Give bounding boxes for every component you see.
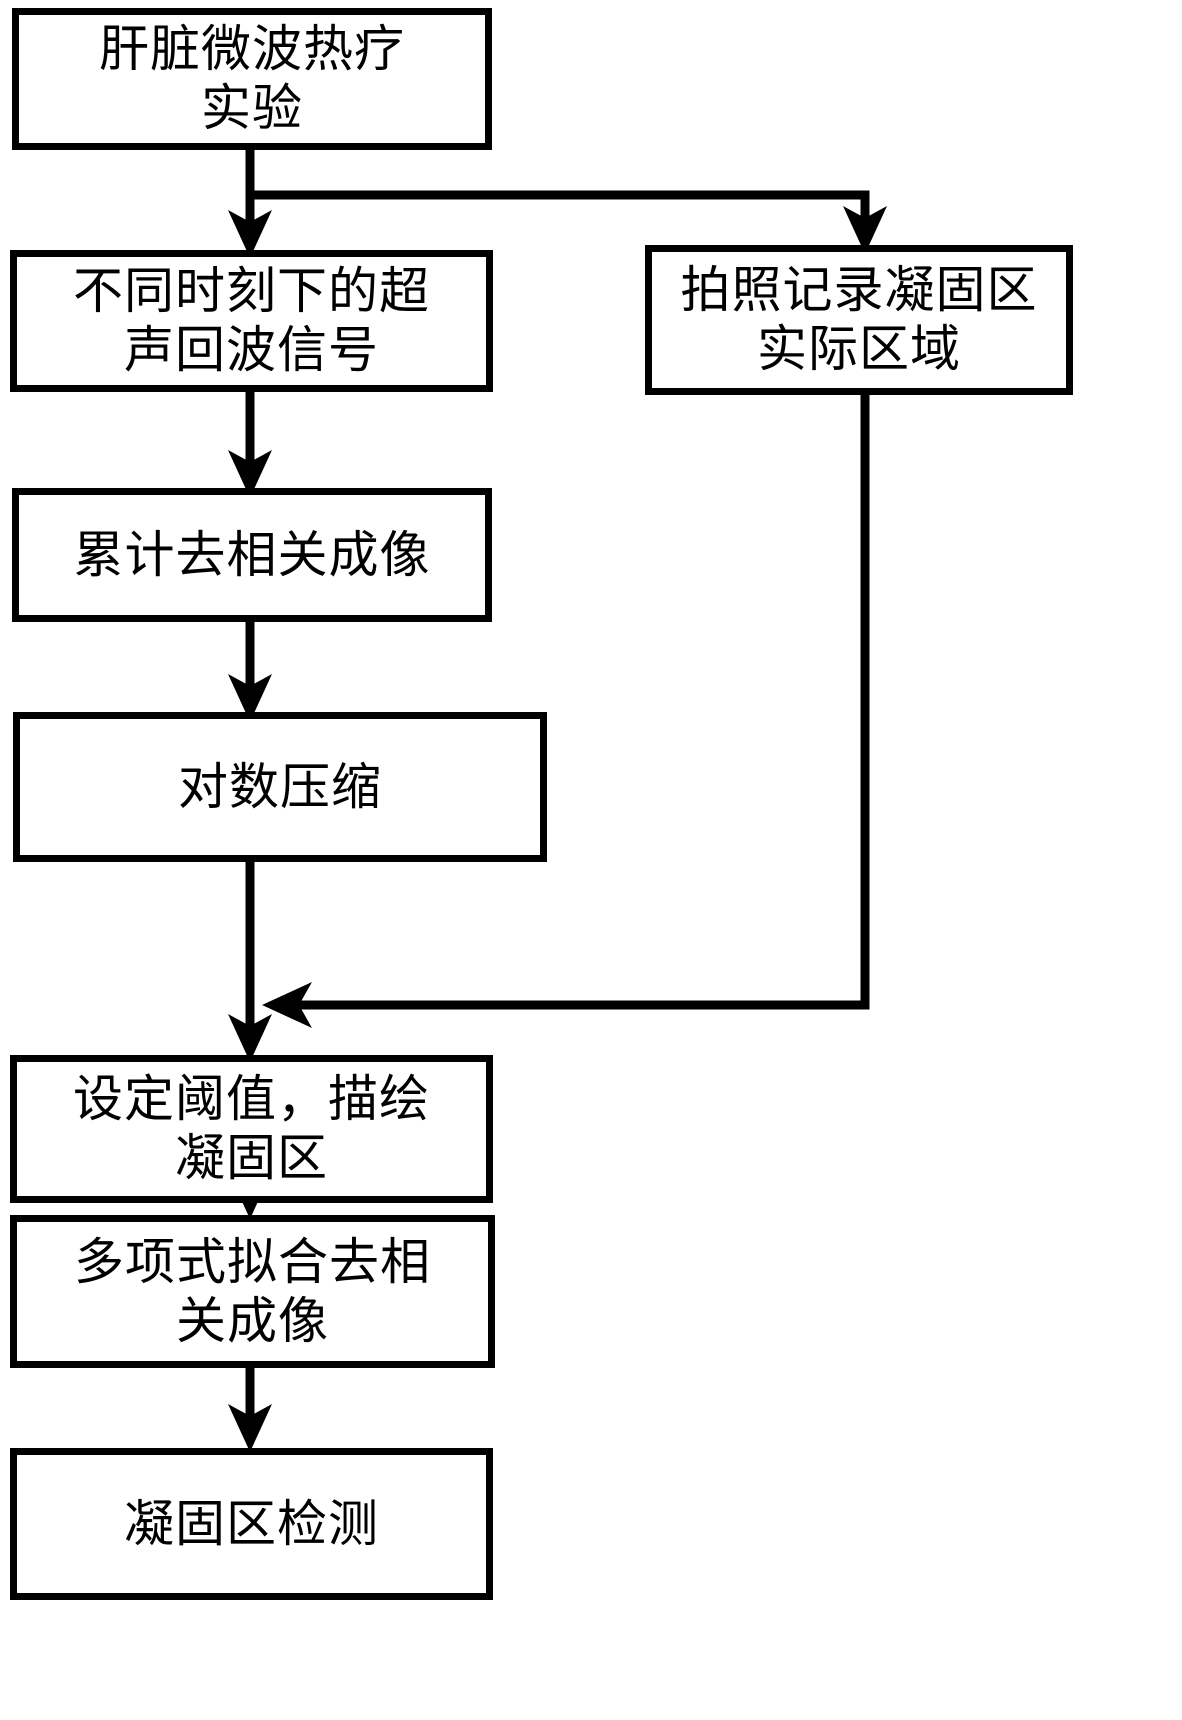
node-label: 拍照记录凝固区 实际区域 bbox=[680, 261, 1038, 378]
node-label: 凝固区检测 bbox=[124, 1494, 379, 1553]
node-label: 对数压缩 bbox=[178, 757, 382, 816]
node-label: 不同时刻下的超 声回波信号 bbox=[73, 262, 430, 379]
node-set-threshold-delineate-coagulation-zone[interactable]: 设定阈值，描绘 凝固区 bbox=[10, 1055, 493, 1203]
node-polynomial-fitting-decorrelation-imaging[interactable]: 多项式拟合去相 关成像 bbox=[10, 1215, 495, 1368]
node-logarithmic-compression[interactable]: 对数压缩 bbox=[13, 712, 547, 862]
node-label: 累计去相关成像 bbox=[73, 525, 431, 584]
node-cumulative-decorrelation-imaging[interactable]: 累计去相关成像 bbox=[12, 488, 492, 622]
node-photograph-record-actual-coagulation-zone[interactable]: 拍照记录凝固区 实际区域 bbox=[645, 245, 1073, 395]
node-ultrasound-echo-signals-at-different-times[interactable]: 不同时刻下的超 声回波信号 bbox=[10, 250, 493, 392]
node-coagulation-zone-detection[interactable]: 凝固区检测 bbox=[10, 1448, 493, 1600]
node-liver-microwave-hyperthermia-experiment[interactable]: 肝脏微波热疗 实验 bbox=[12, 8, 492, 150]
edge-n5-to-n6 bbox=[228, 862, 272, 1062]
node-label: 肝脏微波热疗 实验 bbox=[99, 20, 405, 137]
edge-n2-to-n4 bbox=[228, 392, 272, 498]
edge-n4-to-n5 bbox=[228, 622, 272, 722]
edge-n7-to-n8 bbox=[228, 1368, 272, 1452]
node-label: 设定阈值，描绘 凝固区 bbox=[73, 1070, 430, 1187]
edge-n1-to-n2 bbox=[228, 150, 272, 258]
node-label: 多项式拟合去相 关成像 bbox=[74, 1232, 431, 1350]
